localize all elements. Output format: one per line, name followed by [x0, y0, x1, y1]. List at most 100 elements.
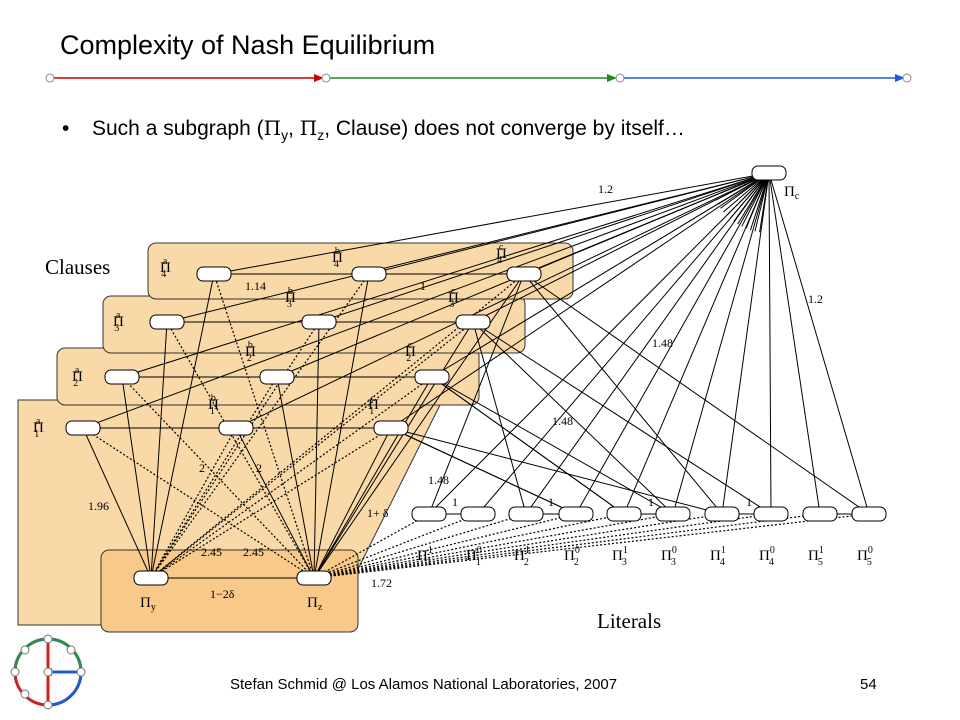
clause-z-dotted-edge [166, 321, 315, 579]
node-y [133, 570, 169, 586]
node-a4 [196, 266, 232, 282]
weight-label: 2 [256, 461, 262, 475]
weight-label: 1 [548, 495, 554, 509]
z-literal-dotted-edge [313, 513, 625, 579]
bullet-point: •Such a subgraph (Πy, Πz, Clause) does n… [62, 116, 685, 144]
z-literal-dotted-edge [313, 513, 674, 579]
clause-z-edge [313, 321, 474, 579]
literals-label: Literals [597, 609, 661, 633]
literal-node-0 [411, 506, 447, 522]
graph-edges [82, 172, 870, 579]
bullet-marker: • [62, 117, 70, 140]
pi-c-literal-edge [575, 172, 770, 515]
pi-c-literal-edge [768, 172, 870, 515]
footer-credit: Stefan Schmid @ Los Alamos National Labo… [230, 676, 618, 693]
clause-y-dotted-edge [150, 427, 237, 579]
clause-literal-edge [472, 321, 527, 515]
clause-y-dotted-edge [150, 376, 433, 579]
pi-c-edge [82, 172, 770, 429]
literal-node-6 [704, 506, 740, 522]
literal-node-5 [655, 506, 691, 522]
graph-nodes [65, 165, 887, 586]
node-c3 [455, 314, 491, 330]
pi-c-literal-edge [768, 172, 772, 515]
clause-y-edge [121, 376, 152, 579]
clause-y-edge [150, 273, 215, 579]
literal-node-1 [460, 506, 496, 522]
pi-c-fan-stroke [741, 172, 770, 227]
node-a1 [65, 420, 101, 436]
weight-label: 1 [420, 279, 426, 293]
pi-c-literal-edge [623, 172, 770, 515]
clause-y-dotted-edge [150, 376, 278, 579]
z-literal-dotted-edge [313, 513, 479, 579]
node-c2 [414, 369, 450, 385]
clause-z-edge [235, 427, 315, 579]
weight-label: 1.2 [808, 292, 823, 306]
pi-c-literal-edge [525, 172, 770, 515]
weight-label: 1.48 [652, 336, 673, 350]
clause-z-edge [313, 376, 433, 579]
z-literal-dotted-edge [313, 513, 430, 579]
z-literal-dotted-edge [313, 513, 577, 579]
node-b3 [301, 314, 337, 330]
node-c4 [506, 266, 542, 282]
literal-node-9 [851, 506, 887, 522]
pi-c-edge [431, 172, 770, 378]
clause-literal-edge [431, 376, 625, 515]
title-rule [45, 73, 912, 83]
clause-z-edge [313, 427, 392, 579]
yz-box [100, 549, 359, 633]
weight-label: 1.72 [371, 576, 392, 590]
weight-label: 1−2δ [210, 587, 235, 601]
weight-label: 1.96 [88, 499, 109, 513]
weight-label: 1 [746, 495, 752, 509]
pi-z-label: Πz [307, 595, 323, 613]
node-z [296, 570, 332, 586]
node-b2 [259, 369, 295, 385]
clause-y-dotted-edge [150, 321, 320, 579]
z-literal-dotted-edge [313, 513, 821, 579]
clause-literal-edge [431, 376, 674, 515]
literal-node-4 [606, 506, 642, 522]
pi-c-edge [318, 172, 770, 323]
clause-z-dotted-edge [82, 427, 315, 579]
weight-label: 1 [648, 495, 654, 509]
pi-c-fan-stroke [754, 172, 770, 232]
pi-c-edge [213, 172, 770, 275]
pi-y-label: Πy [140, 595, 156, 613]
literal-node-3 [558, 506, 594, 522]
clause-z-edge [276, 376, 315, 579]
clause-z-edge [313, 321, 320, 579]
node-c1 [373, 420, 409, 436]
clause-y-dotted-edge [150, 321, 474, 579]
node-a3 [149, 314, 185, 330]
page-number: 54 [860, 676, 877, 693]
literal-node-7 [753, 506, 789, 522]
weight-label: 1.48 [428, 473, 449, 487]
clause-z-dotted-edge [213, 273, 315, 579]
pi-c-literal-edge [721, 172, 770, 515]
z-literal-dotted-edge [313, 513, 723, 579]
clause-literal-edge [428, 273, 525, 515]
pi-c-fan-stroke [733, 172, 770, 222]
pi-c-fan-stroke [759, 172, 770, 233]
pi-c-fan-stroke [749, 172, 770, 231]
clause-z-edge [313, 273, 370, 579]
pi-c-literal-edge [672, 172, 770, 515]
pi-c-fan-stroke [729, 172, 770, 219]
clause-literal-edge [523, 273, 723, 515]
weight-label: 1+ δ [367, 506, 389, 520]
